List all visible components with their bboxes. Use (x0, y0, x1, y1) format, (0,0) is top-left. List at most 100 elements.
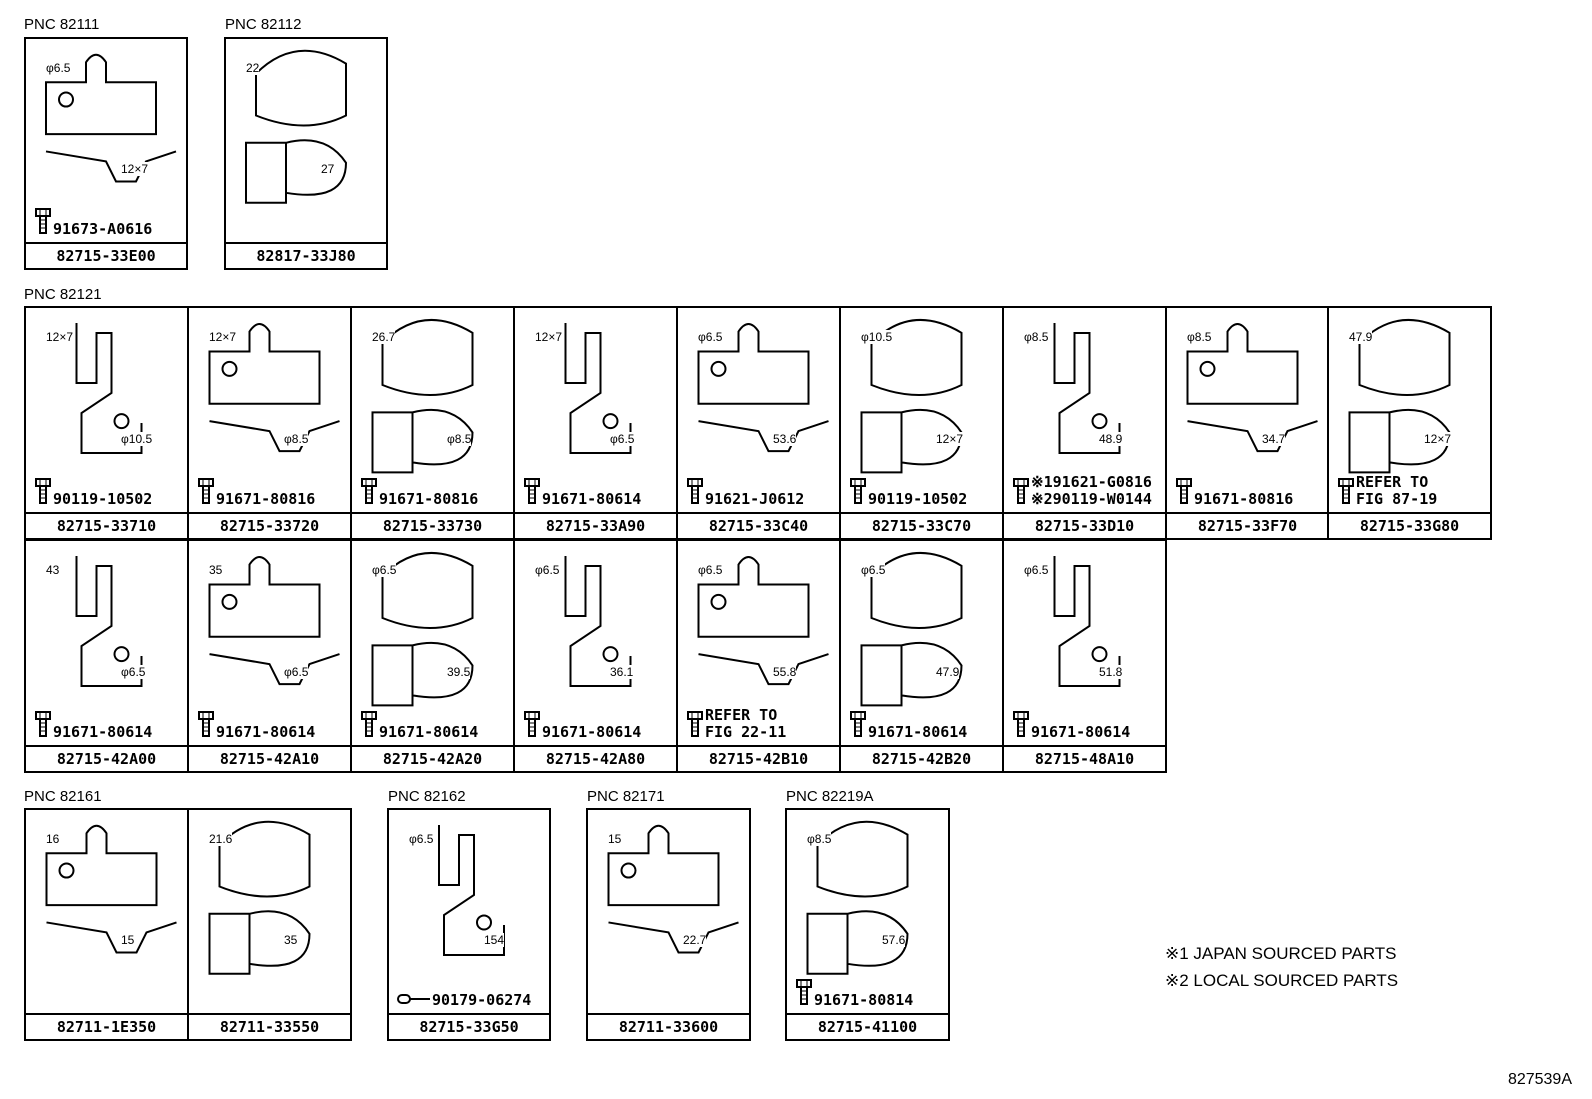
dimension-label: φ6.5 (698, 330, 723, 344)
fastener-callout: 91671-80614 (523, 478, 642, 508)
dimension-label: 26.7 (372, 330, 396, 344)
dimension-label: φ8.5 (807, 832, 832, 846)
bolt-icon (197, 711, 216, 741)
bolt-icon (523, 478, 542, 508)
part-number: 82715-33C70 (841, 512, 1002, 538)
bolt-icon (1012, 711, 1031, 741)
dimension-label: 22.7 (683, 933, 707, 947)
fastener-part-number: 91673-A0616 (53, 220, 153, 238)
part-cell: 12×7 φ6.5 91671-80614 82715-33A90 (513, 306, 678, 540)
bolt-icon (1337, 478, 1356, 508)
note-local-sourced: ※2 LOCAL SOURCED PARTS (1165, 971, 1399, 990)
part-number: 82715-33D10 (1004, 512, 1165, 538)
dimension-label: φ6.5 (46, 61, 71, 75)
fastener-part-number: 91671-80614 (53, 723, 153, 741)
fastener-part-number: 90179-06274 (432, 991, 532, 1009)
part-cell: φ10.5 12×7 90119-10502 82715-33C70 (839, 306, 1004, 540)
pnc-label-82121: PNC 82121 (24, 286, 102, 303)
dimension-label: φ10.5 (121, 432, 153, 446)
fastener-part-number: REFER TO (1356, 473, 1429, 491)
fastener-callout: 91671-80614 (360, 711, 478, 741)
part-number: 82715-48A10 (1004, 745, 1165, 771)
pnc-label-82162: PNC 82162 (388, 788, 466, 805)
part-number: 82715-42A80 (515, 745, 676, 771)
part-cell: 12×7 φ8.5 91671-80816 82715-33720 (187, 306, 352, 540)
fastener-part-number: 91671-80816 (216, 490, 316, 508)
part-number: 82711-33550 (189, 1013, 350, 1039)
fastener-callout: 91671-80614 (1012, 711, 1131, 741)
bolt-icon (795, 979, 814, 1009)
dimension-label: φ10.5 (861, 330, 893, 344)
pnc-label-82112: PNC 82112 (225, 16, 302, 33)
part-number: 82715-33G50 (389, 1013, 549, 1039)
bolt-icon (523, 711, 542, 741)
fastener-callout: 91671-80816 (197, 478, 316, 508)
fastener-callout: 91671-80816 (360, 478, 479, 508)
fastener-part-number: 91671-80614 (216, 723, 316, 741)
part-number: 82715-42A00 (26, 745, 187, 771)
bolt-icon (849, 478, 868, 508)
pin-icon (397, 991, 432, 1009)
fastener-part-number: ※290119-W0144 (1031, 490, 1152, 508)
fastener-callout: 91671-80614 (523, 711, 641, 741)
fastener-part-number: FIG 87-19 (1356, 490, 1438, 508)
fastener-callout: 91671-80814 (795, 979, 914, 1009)
dimension-label: 47.9 (936, 665, 960, 679)
dimension-label: φ6.5 (372, 563, 397, 577)
fastener-part-number: 90119-10502 (868, 490, 968, 508)
dimension-label: φ8.5 (447, 432, 472, 446)
fastener-callout: 90119-10502 (849, 478, 968, 508)
bolt-icon (1012, 478, 1031, 508)
fastener-part-number: 91671-80814 (814, 991, 914, 1009)
bolt-icon (686, 711, 705, 741)
dimension-label: 12×7 (936, 432, 964, 446)
dimension-label: 48.9 (1099, 432, 1123, 446)
dimension-label: 154 (484, 933, 505, 947)
pnc-label-82111: PNC 82111 (24, 16, 100, 33)
part-number: 82715-33710 (26, 512, 187, 538)
dimension-label: φ6.5 (861, 563, 886, 577)
dimension-label: 27 (321, 162, 335, 176)
dimension-label: φ6.5 (610, 432, 635, 446)
dimension-label: 12×7 (535, 330, 563, 344)
fastener-part-number: 91621-J0612 (705, 490, 805, 508)
fastener-callout: 90179-06274 (397, 983, 531, 1009)
fastener-part-number: 91671-80816 (1194, 490, 1294, 508)
part-number: 82715-33720 (189, 512, 350, 538)
fastener-part-number: 91671-80614 (542, 490, 642, 508)
part-number: 82715-42B20 (841, 745, 1002, 771)
dimension-label: 35 (284, 933, 298, 947)
dimension-label: 15 (121, 933, 135, 947)
part-number: 82715-33C40 (678, 512, 839, 538)
pnc-label-82219a: PNC 82219A (786, 788, 874, 805)
pnc-label-82161: PNC 82161 (24, 788, 102, 805)
dimension-label: φ8.5 (284, 432, 309, 446)
part-number: 82715-33A90 (515, 512, 676, 538)
fastener-part-number: 91671-80614 (868, 723, 968, 741)
fastener-part-number: 91671-80816 (379, 490, 479, 508)
bolt-icon (34, 478, 53, 508)
dimension-label: 15 (608, 832, 622, 846)
dimension-label: 57.6 (882, 933, 906, 947)
fastener-part-number: 91671-80614 (1031, 723, 1131, 741)
fastener-callout: 91671-80614 (34, 711, 153, 741)
dimension-label: 21.6 (209, 832, 233, 846)
part-number: 82817-33J80 (226, 242, 386, 268)
dimension-label: 12×7 (209, 330, 237, 344)
dimension-label: 43 (46, 563, 60, 577)
fastener-callout: 91671-80614 (849, 711, 968, 741)
bolt-icon (34, 208, 53, 238)
fastener-part-number: ※191621-G0816 (1031, 473, 1152, 491)
fastener-callout: 91673-A0616 (34, 208, 153, 238)
bolt-icon (849, 711, 868, 741)
